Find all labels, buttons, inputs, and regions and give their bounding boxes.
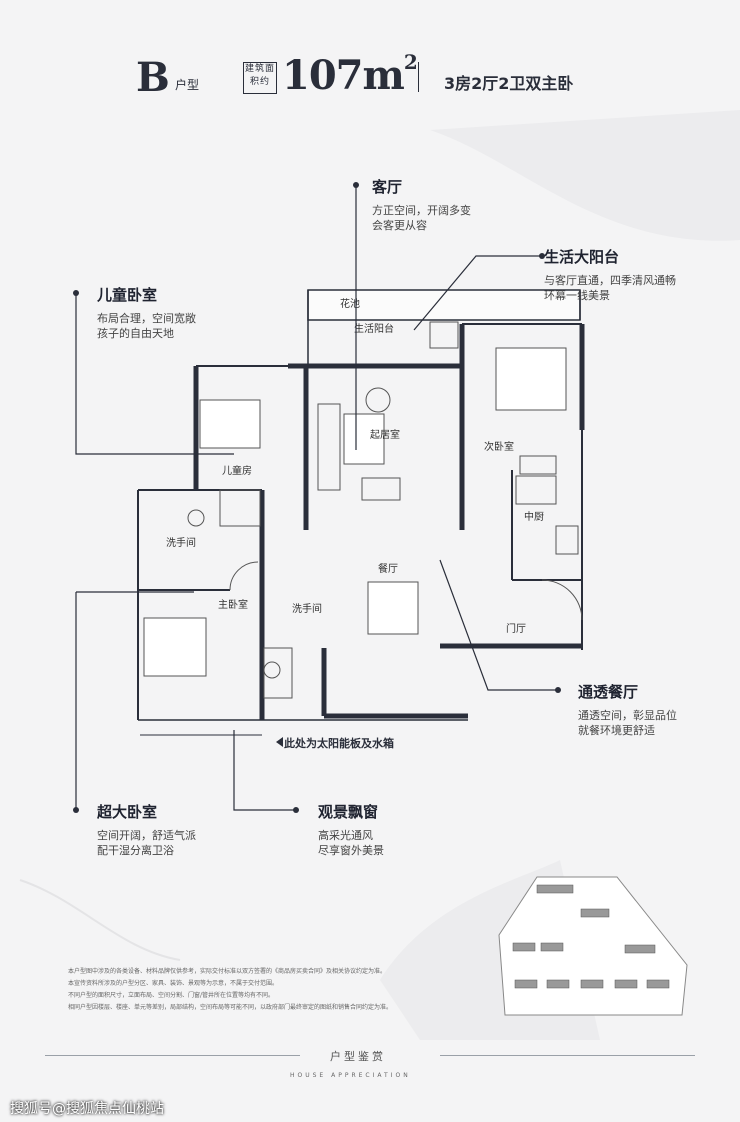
disclaimer-line-4: 相同户型因楼层、楼座、单元等差别，局部结构，空间布局等可能不同，以政府部门最终审… <box>68 1004 393 1011</box>
plan-label-kids-room: 儿童房 <box>222 464 252 477</box>
callout-living-desc2: 会客更从容 <box>372 219 427 232</box>
footer-title-cn: 户型鉴赏 <box>330 1050 386 1063</box>
callout-leaders <box>75 185 558 811</box>
callout-kids-room: 儿童卧室 布局合理，空间宽敞 孩子的自由天地 <box>97 284 196 341</box>
callout-balcony-desc2: 环幕一线美景 <box>544 289 610 302</box>
callout-master: 超大卧室 空间开阔，舒适气派 配干湿分离卫浴 <box>97 801 196 858</box>
unit-letter: B <box>136 54 170 101</box>
callout-bay-window: 观景飘窗 高采光通风 尽享窗外美景 <box>318 801 384 858</box>
plan-label-balcony: 生活阳台 <box>354 322 394 335</box>
callout-balcony: 生活大阳台 与客厅直通，四季清风通畅 环幕一线美景 <box>544 246 676 303</box>
area-label: 建筑面积约 <box>243 62 277 94</box>
callout-kids-desc2: 孩子的自由天地 <box>97 327 174 340</box>
callout-balcony-desc1: 与客厅直通，四季清风通畅 <box>544 274 676 287</box>
callout-dining: 通透餐厅 通透空间，彰显品位 就餐环境更舒适 <box>578 681 677 738</box>
callout-kids-desc1: 布局合理，空间宽敞 <box>97 312 196 325</box>
callout-master-desc2: 配干湿分离卫浴 <box>97 844 174 857</box>
solar-panel-note: 此处为太阳能板及水箱 <box>284 737 394 750</box>
plan-label-second-bedroom: 次卧室 <box>484 440 514 453</box>
callout-dining-desc1: 通透空间，彰显品位 <box>578 709 677 722</box>
callout-dining-desc2: 就餐环境更舒适 <box>578 724 655 737</box>
plan-furniture <box>143 321 583 699</box>
callout-living-title: 客厅 <box>372 178 403 196</box>
callout-bay-desc2: 尽享窗外美景 <box>318 844 384 857</box>
callout-bay-desc1: 高采光通风 <box>318 829 373 842</box>
plan-label-master-bedroom: 主卧室 <box>218 598 248 611</box>
plan-label-kitchen: 中厨 <box>524 510 544 523</box>
plan-label-flower-bed: 花池 <box>340 297 360 310</box>
site-plan-map <box>498 876 688 1016</box>
plan-label-living: 起居室 <box>370 428 400 441</box>
layout-description: 3房2厅2卫双主卧 <box>444 74 574 93</box>
callout-living-desc1: 方正空间，开阔多变 <box>372 204 471 217</box>
callout-bay-title: 观景飘窗 <box>318 803 379 821</box>
callout-living-room: 客厅 方正空间，开阔多变 会客更从容 <box>372 176 471 233</box>
callout-balcony-title: 生活大阳台 <box>544 248 620 266</box>
footer-line-right <box>440 1055 695 1056</box>
disclaimer-line-1: 本户型图中涉及的各类设备、材料品牌仅供参考，实际交付标准以双方签署的《商品房买卖… <box>68 968 387 975</box>
unit-type-label: 户型 <box>175 78 200 92</box>
callout-kids-title: 儿童卧室 <box>97 286 158 304</box>
plan-label-washroom-bottom: 洗手间 <box>292 602 322 615</box>
callout-dining-title: 通透餐厅 <box>578 683 639 701</box>
header-divider <box>418 62 419 92</box>
callout-master-desc1: 空间开阔，舒适气派 <box>97 829 196 842</box>
plan-label-washroom-top: 洗手间 <box>166 536 196 549</box>
plan-label-entrance: 门厅 <box>506 622 526 635</box>
note-arrow-icon <box>276 737 283 747</box>
area-value: 107m2 <box>282 49 418 99</box>
disclaimer-line-3: 不同户型的面积尺寸，立面布局、空间分割、门窗/管井所在位置等均有不同。 <box>68 992 275 999</box>
footer-title-en: HOUSE APPRECIATION <box>290 1072 411 1079</box>
disclaimer-line-2: 本宣传资料所涉及的户型分区、家具、装饰、景观等为示意，不属于交付范围。 <box>68 980 279 987</box>
callout-master-title: 超大卧室 <box>97 803 158 821</box>
footer-line-left <box>45 1055 300 1056</box>
plan-label-dining: 餐厅 <box>378 562 398 575</box>
watermark: 搜狐号@搜狐焦点仙桃站 <box>10 1101 164 1117</box>
